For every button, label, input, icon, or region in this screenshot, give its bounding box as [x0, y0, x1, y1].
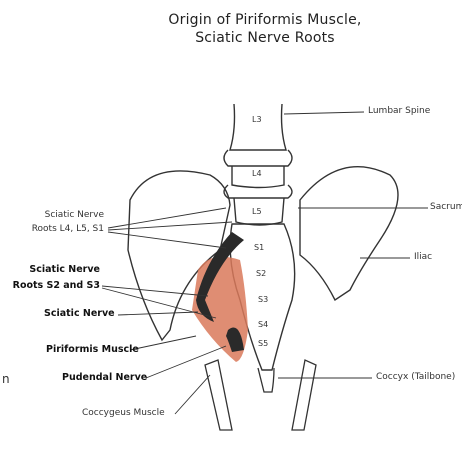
- stray-letter: n: [2, 372, 10, 386]
- vertebra-l3-outline: [230, 104, 286, 150]
- label-coccygeus-muscle: Coccygeus Muscle: [82, 408, 165, 418]
- vertebra-label-s3: S3: [258, 295, 268, 304]
- coccyx-outline: [258, 368, 274, 392]
- vertebra-label-s5: S5: [258, 339, 268, 348]
- label-sciatic-roots-s2-s3: Sciatic Nerve Roots S2 and S3: [0, 262, 100, 294]
- label-sciatic-roots-l4-l5-s1: Sciatic Nerve Roots L4, L5, S1: [0, 208, 104, 236]
- vertebra-label-s2: S2: [256, 269, 266, 278]
- vertebra-label-l5: L5: [252, 207, 262, 216]
- right-iliac-wing: [300, 167, 398, 300]
- label-lumbar-spine: Lumbar Spine: [368, 106, 430, 116]
- vertebra-label-s1: S1: [254, 243, 264, 252]
- label-pudendal-nerve: Pudendal Nerve: [62, 372, 147, 383]
- vertebra-label-l3: L3: [252, 115, 262, 124]
- right-ischium: [292, 360, 316, 430]
- vertebra-label-s4: S4: [258, 320, 268, 329]
- label-coccyx: Coccyx (Tailbone): [376, 372, 455, 382]
- label-iliac: Iliac: [414, 252, 432, 262]
- label-sciatic-nerve: Sciatic Nerve: [44, 308, 115, 319]
- label-sacrum: Sacrum: [430, 202, 462, 212]
- left-ischium: [205, 360, 232, 430]
- vertebra-label-l4: L4: [252, 169, 262, 178]
- leader-lines: [102, 112, 428, 414]
- label-piriformis-muscle: Piriformis Muscle: [46, 344, 139, 355]
